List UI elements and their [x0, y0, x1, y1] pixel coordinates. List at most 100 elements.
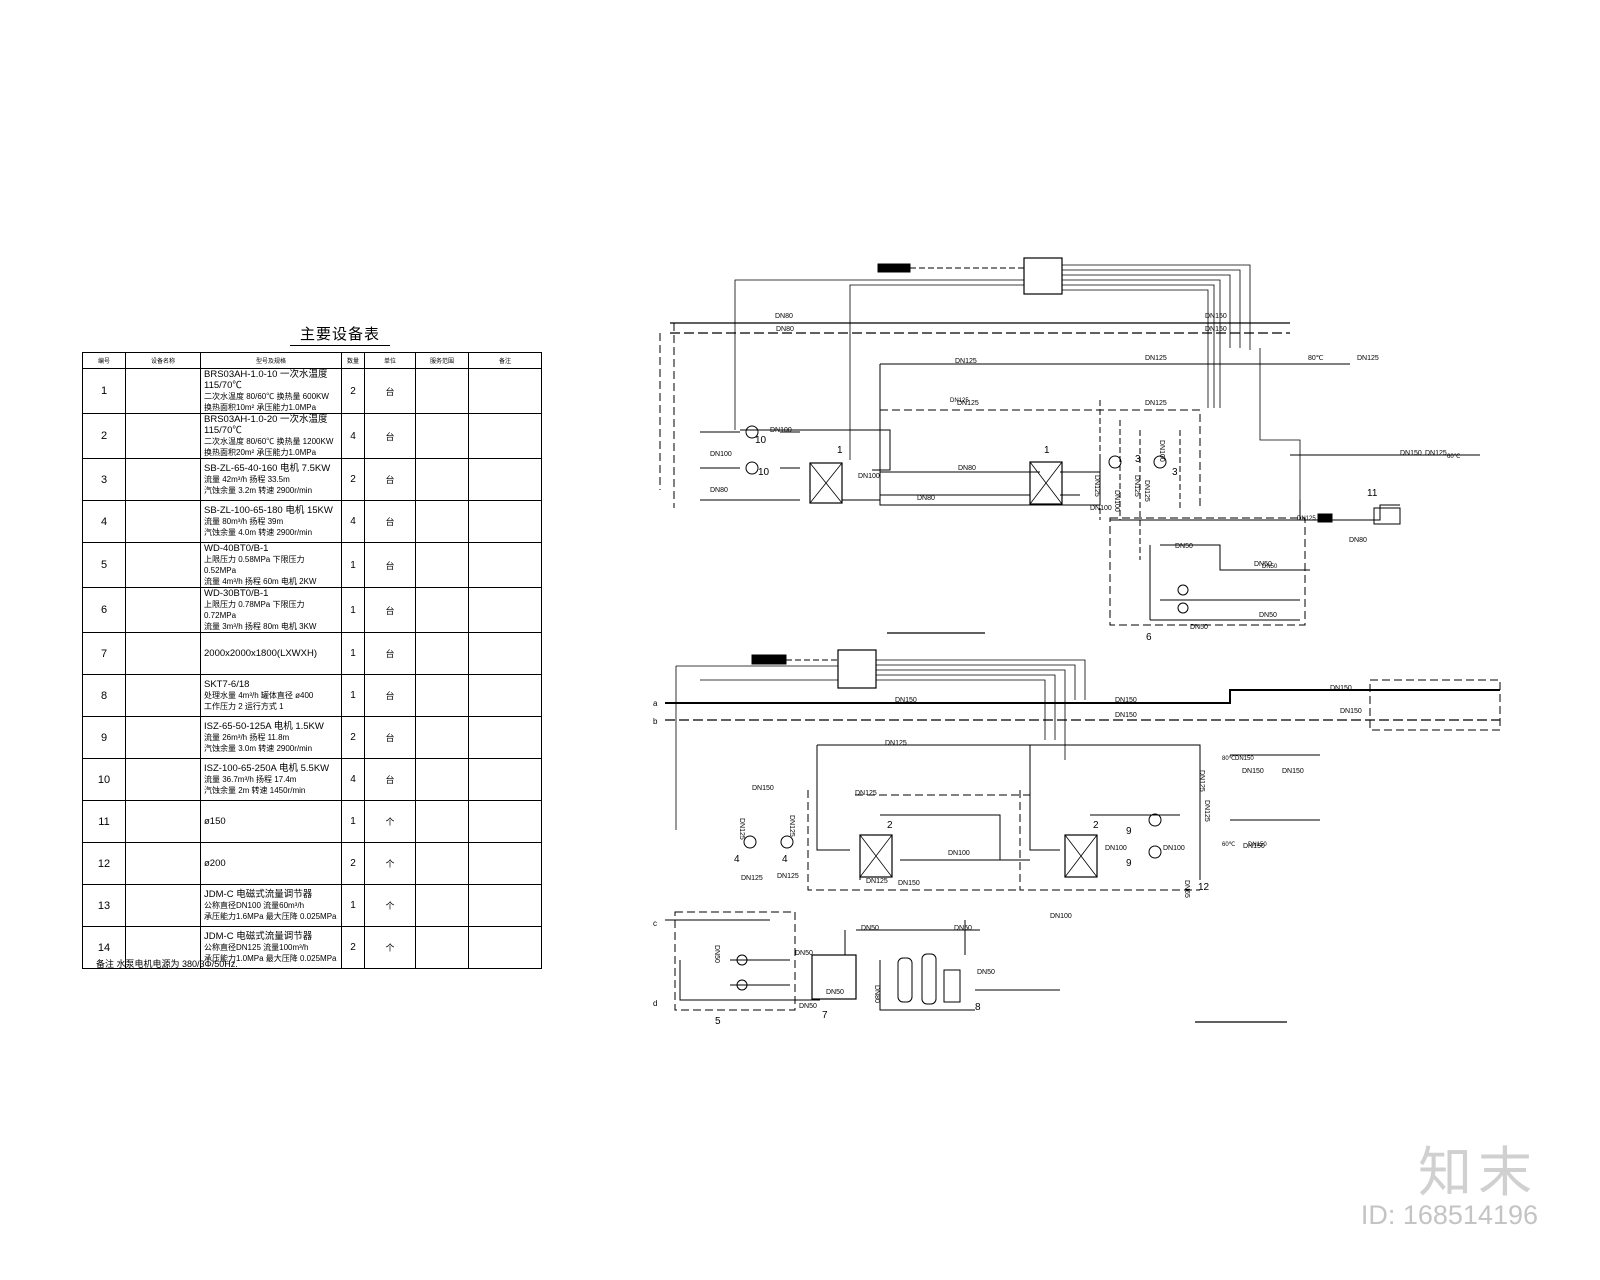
equipment-tag: 2 — [1093, 820, 1099, 831]
equipment-tag: 11 — [1367, 488, 1378, 499]
pipe-size-label: DN100 — [858, 473, 880, 480]
spec-line: 二次水温度 80/60℃ 换热量 600KW — [204, 392, 329, 401]
row-name — [125, 884, 201, 927]
equipment-tag: 7 — [822, 1010, 828, 1021]
pipe-size-label: DN150 — [1243, 843, 1265, 850]
spec-line: SKT7-6/18 — [204, 679, 250, 690]
signal-line — [676, 659, 1086, 760]
pipe-size-label: DN50 — [1259, 612, 1277, 619]
equipment-tag: 1 — [1044, 445, 1050, 456]
pipe-size-label: DN125 — [741, 875, 763, 882]
pump-9a — [1148, 813, 1162, 827]
pipe-size-label: DN50 — [954, 925, 972, 932]
spec-line: 承压能力1.6MPa 最大压降 0.025MPa — [204, 912, 337, 921]
pressurization-box-lower — [674, 911, 796, 1011]
spec-line: 流量 3m³/h 扬程 80m 电机 3KW — [204, 622, 317, 631]
equipment-tag: 3 — [1172, 467, 1178, 478]
pipe-size-label: DN80 — [917, 495, 935, 502]
row-note — [468, 800, 542, 843]
heat-exchanger-2b — [1064, 834, 1098, 878]
control-wire — [1259, 348, 1301, 510]
softener-tank-b — [921, 953, 937, 1005]
spec-line: SB-ZL-65-40-160 电机 7.5KW — [204, 463, 331, 474]
row-name — [125, 500, 201, 543]
heat-exchanger-1a — [809, 462, 843, 504]
control-wire — [734, 279, 1024, 460]
hot-supply-branch — [879, 364, 1101, 506]
pipe-size-label: DN100 — [710, 451, 732, 458]
pipe-size-label: DN80 — [776, 326, 794, 333]
pipe-size-label: DN50 — [795, 950, 813, 957]
pipe-size-label: DN50 — [1262, 564, 1278, 570]
row-service — [415, 587, 469, 633]
spec-line: 公称直径DN100 流量60m³/h — [204, 901, 305, 910]
equipment-tag: 9 — [1126, 858, 1132, 869]
spec-line: 汽蚀余量 3.0m 转速 2900r/min — [204, 744, 313, 753]
equipment-tag: 1 — [837, 445, 843, 456]
pump-4a — [743, 835, 757, 849]
pump-4b — [780, 835, 794, 849]
lower-system — [665, 649, 1501, 1011]
pipe-size-label: DN125 — [866, 878, 888, 885]
pipe-size-label: DN100 — [1158, 440, 1165, 462]
pipe-size-label: DN150 — [1340, 708, 1362, 715]
pipe-size-label: DN50 — [1254, 561, 1272, 568]
row-qty: 2 — [341, 926, 365, 969]
pipe-letter-tag: b — [653, 717, 658, 726]
pipe-size-label: DN80 — [710, 487, 728, 494]
pump-branch-lines — [700, 431, 800, 469]
spec-line: JDM-C 电磁式流量调节器 — [204, 889, 313, 900]
equipment-tag: 12 — [1198, 882, 1210, 893]
spec-line: 汽蚀余量 4.0m 转速 2900r/min — [204, 528, 313, 537]
pipe-size-label: DN100 — [1105, 845, 1127, 852]
pipe-size-label: DN50 — [713, 945, 720, 963]
spec-line: 承压能力1.0MPa 最大压降 0.025MPa — [204, 954, 337, 963]
row-spec: 2000x2000x1800(LXWXH) — [200, 632, 342, 675]
signal-line — [1062, 264, 1251, 408]
pipe-size-label: DN125 — [855, 790, 877, 797]
pipe-size-label: DN50 — [861, 925, 879, 932]
row-unit: 台 — [364, 632, 416, 675]
spec-line: 流量 42m³/h 扬程 33.5m — [204, 475, 290, 484]
row-note — [468, 758, 542, 801]
hot-return-main — [880, 409, 1201, 510]
row-name — [125, 674, 201, 717]
pump-10b — [745, 461, 759, 475]
row-number: 14 — [82, 926, 126, 969]
row-note — [468, 368, 542, 414]
valve-block — [1317, 513, 1333, 523]
pipe-size-label: DN125 — [1297, 516, 1316, 522]
right-header — [1110, 500, 1340, 521]
row-number: 6 — [82, 587, 126, 633]
spec-line: BRS03AH-1.0-20 一次水温度115/70℃ — [204, 414, 328, 436]
spec-line: JDM-C 电磁式流量调节器 — [204, 931, 313, 942]
loop-C-risers — [816, 745, 1060, 880]
row-qty: 2 — [341, 842, 365, 885]
makeup-line — [1290, 454, 1480, 521]
watermark-logo: 知末 — [1418, 1141, 1538, 1204]
pump-6a — [1177, 584, 1189, 596]
row-number: 2 — [82, 413, 126, 459]
equipment-tag: 3 — [1135, 454, 1141, 465]
pump-5b — [736, 979, 748, 991]
pipe-size-label: DN50 — [826, 989, 844, 996]
equipment-tag: 6 — [1146, 632, 1152, 643]
row-note — [468, 500, 542, 543]
row-name — [125, 758, 201, 801]
row-note — [468, 842, 542, 885]
pipe-size-label: DN150 — [895, 697, 917, 704]
control-panel-tag-upper — [877, 263, 911, 273]
spec-line: 流量 36.7m³/h 扬程 17.4m — [204, 775, 297, 784]
spec-line: 工作压力 2 运行方式 1 — [204, 702, 284, 711]
pipe-size-label: DN150 — [1400, 450, 1422, 457]
row-service — [415, 884, 469, 927]
